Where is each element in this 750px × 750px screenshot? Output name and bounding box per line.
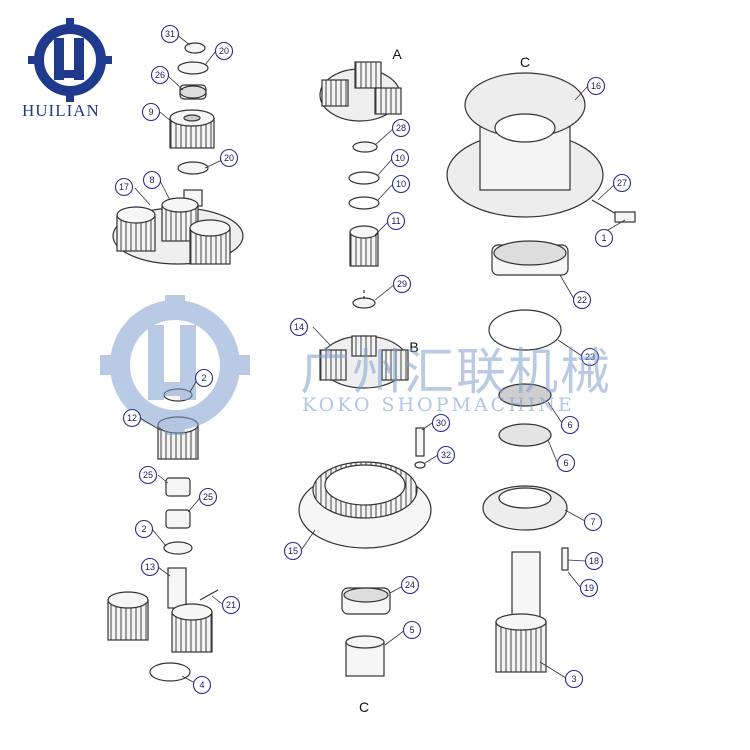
left-column-parts xyxy=(107,42,244,682)
watermark-chinese: 广州汇联机械 xyxy=(300,343,612,401)
callout: 17 xyxy=(119,182,129,192)
right-column-parts xyxy=(446,72,636,673)
callout-numbers: 31 20 26 9 20 17 8 2 12 25 25 2 13 21 4 … xyxy=(119,29,627,690)
assembly-label: A xyxy=(392,46,402,62)
snap-ring-31 xyxy=(184,42,206,54)
assembly-letters: A B C C xyxy=(359,46,530,715)
callout: 32 xyxy=(441,450,451,460)
seal-6 xyxy=(498,383,552,407)
callout: 3 xyxy=(571,674,576,684)
callout: 1 xyxy=(601,233,606,243)
callout: 20 xyxy=(219,46,229,56)
callout: 24 xyxy=(405,580,415,590)
o-ring-23 xyxy=(488,309,562,351)
callout: 7 xyxy=(590,517,595,527)
callout: 19 xyxy=(584,583,594,593)
watermark-gear-logo xyxy=(100,295,250,435)
callout: 11 xyxy=(391,216,400,226)
callout: 29 xyxy=(397,279,407,289)
callout: 12 xyxy=(127,413,137,423)
callout: 4 xyxy=(199,680,204,690)
callout: 28 xyxy=(396,123,406,133)
callout: 6 xyxy=(563,458,568,468)
callout: 10 xyxy=(396,179,406,189)
callout: 25 xyxy=(203,492,213,502)
pin-18 xyxy=(561,547,569,571)
o-ring-10 xyxy=(348,171,380,185)
bearing-25b xyxy=(165,509,191,529)
watermark-english: KOKO SHOPMACHINE xyxy=(302,394,575,416)
callout: 23 xyxy=(585,352,595,362)
callout: 16 xyxy=(591,81,601,91)
washer-28 xyxy=(352,141,378,153)
callout: 21 xyxy=(226,600,236,610)
lh-gear-logo xyxy=(28,18,112,102)
brand-name: HUILIAN xyxy=(22,101,100,120)
o-ring-10b xyxy=(348,196,380,210)
callout: 18 xyxy=(589,556,599,566)
washer-32 xyxy=(414,461,426,469)
callout: 14 xyxy=(294,322,304,332)
washer-20b xyxy=(177,161,209,175)
callout: 25 xyxy=(143,470,153,480)
assembly-label: B xyxy=(409,339,418,355)
callout: 10 xyxy=(395,153,405,163)
callout-bubbles xyxy=(114,24,632,695)
fitting-1 xyxy=(614,211,636,223)
assembly-label: C xyxy=(520,54,530,70)
assembly-label: C xyxy=(359,699,369,715)
callout: 26 xyxy=(155,70,165,80)
callout: 2 xyxy=(201,373,206,383)
callout: 22 xyxy=(577,295,587,305)
bolt-30 xyxy=(415,427,425,457)
washer-2b xyxy=(163,541,193,555)
callout: 13 xyxy=(145,562,155,572)
pin-13 xyxy=(167,567,187,609)
callout: 20 xyxy=(224,153,234,163)
callout: 2 xyxy=(141,524,146,534)
pinion-shaft-3 xyxy=(511,551,541,623)
callout: 27 xyxy=(617,178,627,188)
callout: 5 xyxy=(409,625,414,635)
washer-29 xyxy=(352,297,376,309)
callout: 30 xyxy=(436,418,446,428)
washer-20 xyxy=(177,61,209,75)
leader-lines xyxy=(134,34,626,684)
bearing-25 xyxy=(165,477,191,497)
callout: 9 xyxy=(148,107,153,117)
callout: 15 xyxy=(288,546,298,556)
o-ring-4 xyxy=(149,662,191,682)
middle-column-parts xyxy=(298,61,432,677)
callout: 31 xyxy=(165,29,175,39)
pin-21 xyxy=(199,589,219,601)
seal-6b xyxy=(498,423,552,447)
callout: 8 xyxy=(149,175,154,185)
callout: 6 xyxy=(567,420,572,430)
plug-27 xyxy=(591,199,619,216)
